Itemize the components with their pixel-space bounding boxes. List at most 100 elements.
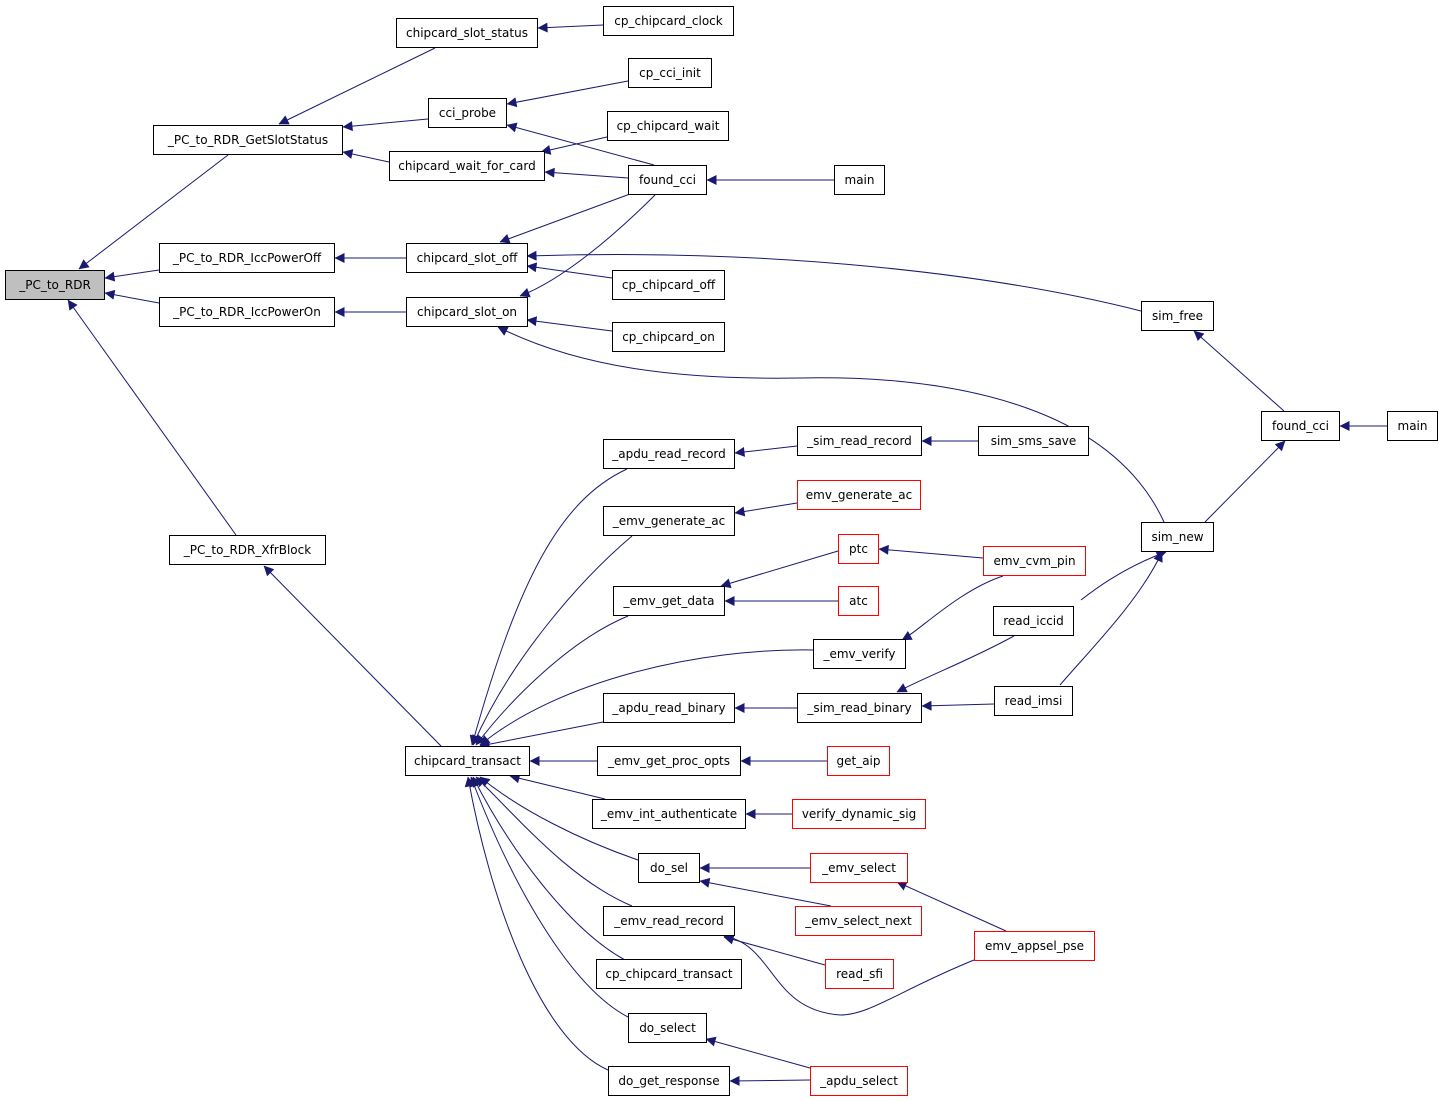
- node-getslotstatus[interactable]: _PC_to_RDR_GetSlotStatus: [153, 125, 343, 155]
- node-label: cp_cci_init: [639, 66, 701, 80]
- node-get-aip[interactable]: get_aip: [827, 746, 890, 776]
- node-box: [592, 799, 746, 829]
- edge-do-sel-to-chipcard-transact: [479, 776, 639, 861]
- node-box: [603, 6, 734, 36]
- node-cp-chipcard-wait[interactable]: cp_chipcard_wait: [607, 111, 729, 141]
- node-emv-int-authenticate[interactable]: _emv_int_authenticate: [592, 799, 746, 829]
- node-read-imsi[interactable]: read_imsi: [994, 686, 1073, 716]
- edges: [67, 22, 1387, 1086]
- node-label: _emv_get_proc_opts: [607, 754, 730, 768]
- node-box: [838, 586, 879, 616]
- node-iccpoweroff[interactable]: _PC_to_RDR_IccPowerOff: [159, 243, 335, 273]
- node-label: _PC_to_RDR_GetSlotStatus: [167, 133, 328, 147]
- node-pc-to-rdr[interactable]: _PC_to_RDR: [5, 270, 105, 300]
- node-emv-verify[interactable]: _emv_verify: [813, 639, 906, 669]
- node-box: [169, 535, 326, 565]
- node-label: do_sel: [650, 861, 688, 875]
- node-emv-generate-ac-1[interactable]: _emv_generate_ac: [603, 506, 735, 536]
- node-chipcard-slot-off[interactable]: chipcard_slot_off: [406, 243, 528, 273]
- node-main-1[interactable]: main: [834, 165, 885, 195]
- node-apdu-select[interactable]: _apdu_select: [810, 1066, 908, 1096]
- node-do-get-response[interactable]: do_get_response: [608, 1066, 730, 1096]
- node-box: [5, 270, 105, 300]
- node-box: [1141, 522, 1214, 552]
- node-cp-chipcard-off[interactable]: cp_chipcard_off: [612, 270, 725, 300]
- edge-apdu-select-to-do-select: [705, 1036, 811, 1069]
- node-read-sfi[interactable]: read_sfi: [825, 959, 894, 989]
- node-emv-get-proc-opts[interactable]: _emv_get_proc_opts: [597, 746, 741, 776]
- edge-chipcard-transact-to-xfrblock: [263, 565, 442, 747]
- node-label: _sim_read_record: [806, 434, 912, 448]
- node-sim-free[interactable]: sim_free: [1141, 301, 1214, 331]
- node-box: [838, 534, 879, 564]
- node-box: [797, 693, 922, 723]
- node-apdu-read-record[interactable]: _apdu_read_record: [603, 439, 735, 469]
- node-box: [628, 1013, 707, 1043]
- node-box: [396, 18, 538, 48]
- node-emv-select[interactable]: _emv_select: [810, 853, 908, 883]
- node-box: [810, 1066, 908, 1096]
- node-emv-get-data[interactable]: _emv_get_data: [613, 586, 725, 616]
- node-box: [603, 439, 735, 469]
- node-cp-chipcard-transact[interactable]: cp_chipcard_transact: [596, 959, 742, 989]
- node-box: [406, 297, 528, 327]
- node-cp-cci-init[interactable]: cp_cci_init: [628, 58, 712, 88]
- node-read-iccid[interactable]: read_iccid: [993, 606, 1074, 636]
- node-found-cci-1[interactable]: found_cci: [628, 165, 707, 195]
- node-emv-cvm-pin[interactable]: emv_cvm_pin: [983, 546, 1086, 576]
- node-box: [389, 151, 545, 181]
- node-sim-read-record[interactable]: _sim_read_record: [797, 426, 922, 456]
- node-chipcard-transact[interactable]: chipcard_transact: [405, 746, 530, 776]
- node-label: read_sfi: [836, 967, 883, 981]
- node-box: [153, 125, 343, 155]
- node-xfrblock[interactable]: _PC_to_RDR_XfrBlock: [169, 535, 326, 565]
- node-label: atc: [849, 594, 868, 608]
- node-cci-probe[interactable]: cci_probe: [428, 98, 507, 128]
- node-do-sel[interactable]: do_sel: [638, 853, 700, 883]
- node-label: _PC_to_RDR_XfrBlock: [183, 543, 311, 557]
- node-label: get_aip: [836, 754, 880, 768]
- node-chipcard-slot-status[interactable]: chipcard_slot_status: [396, 18, 538, 48]
- edge-read-imsi-to-sim-new: [1059, 551, 1163, 686]
- node-cp-chipcard-on[interactable]: cp_chipcard_on: [612, 322, 725, 352]
- node-label: sim_new: [1151, 530, 1203, 544]
- node-verify-dynamic-sig[interactable]: verify_dynamic_sig: [792, 799, 926, 829]
- node-apdu-read-binary[interactable]: _apdu_read_binary: [603, 693, 735, 723]
- node-emv-select-next[interactable]: _emv_select_next: [795, 906, 922, 936]
- node-box: [607, 111, 729, 141]
- edge-do-select-to-chipcard-transact: [469, 776, 633, 1020]
- node-atc[interactable]: atc: [838, 586, 879, 616]
- node-box: [159, 297, 335, 327]
- node-emv-appsel-pse[interactable]: emv_appsel_pse: [974, 931, 1095, 961]
- node-sim-new[interactable]: sim_new: [1141, 522, 1214, 552]
- node-label: _emv_int_authenticate: [600, 807, 737, 821]
- node-sim-sms-save[interactable]: sim_sms_save: [978, 426, 1089, 456]
- node-cp-chipcard-clock[interactable]: cp_chipcard_clock: [603, 6, 734, 36]
- edge-cp-chipcard-on-to-chipcard-slot-on: [526, 316, 613, 332]
- node-emv-read-record[interactable]: _emv_read_record: [603, 906, 735, 936]
- node-label: sim_sms_save: [991, 434, 1077, 448]
- node-label: _PC_to_RDR_IccPowerOn: [172, 305, 321, 319]
- node-chipcard-slot-on[interactable]: chipcard_slot_on: [406, 297, 528, 327]
- node-label: main: [845, 173, 875, 187]
- node-chipcard-wait-for-card[interactable]: chipcard_wait_for_card: [389, 151, 545, 181]
- node-do-select[interactable]: do_select: [628, 1013, 707, 1043]
- node-label: _PC_to_RDR_IccPowerOff: [172, 251, 322, 265]
- node-label: do_select: [639, 1021, 696, 1035]
- node-label: cp_chipcard_on: [622, 330, 715, 344]
- node-emv-generate-ac-2[interactable]: emv_generate_ac: [797, 480, 921, 510]
- node-box: [834, 165, 885, 195]
- node-box: [603, 906, 735, 936]
- node-main-2[interactable]: main: [1387, 411, 1438, 441]
- node-box: [608, 1066, 730, 1096]
- node-sim-read-binary[interactable]: _sim_read_binary: [797, 693, 922, 723]
- node-found-cci-2[interactable]: found_cci: [1261, 411, 1340, 441]
- node-box: [983, 546, 1086, 576]
- node-box: [978, 426, 1089, 456]
- edge-cp-chipcard-wait-to-chipcard-wait-for-card: [540, 136, 608, 155]
- node-ptc[interactable]: ptc: [838, 534, 879, 564]
- node-label: _emv_read_record: [613, 914, 724, 928]
- node-iccpoweron[interactable]: _PC_to_RDR_IccPowerOn: [159, 297, 335, 327]
- node-label: emv_appsel_pse: [985, 939, 1084, 953]
- node-label: _emv_select: [821, 861, 896, 875]
